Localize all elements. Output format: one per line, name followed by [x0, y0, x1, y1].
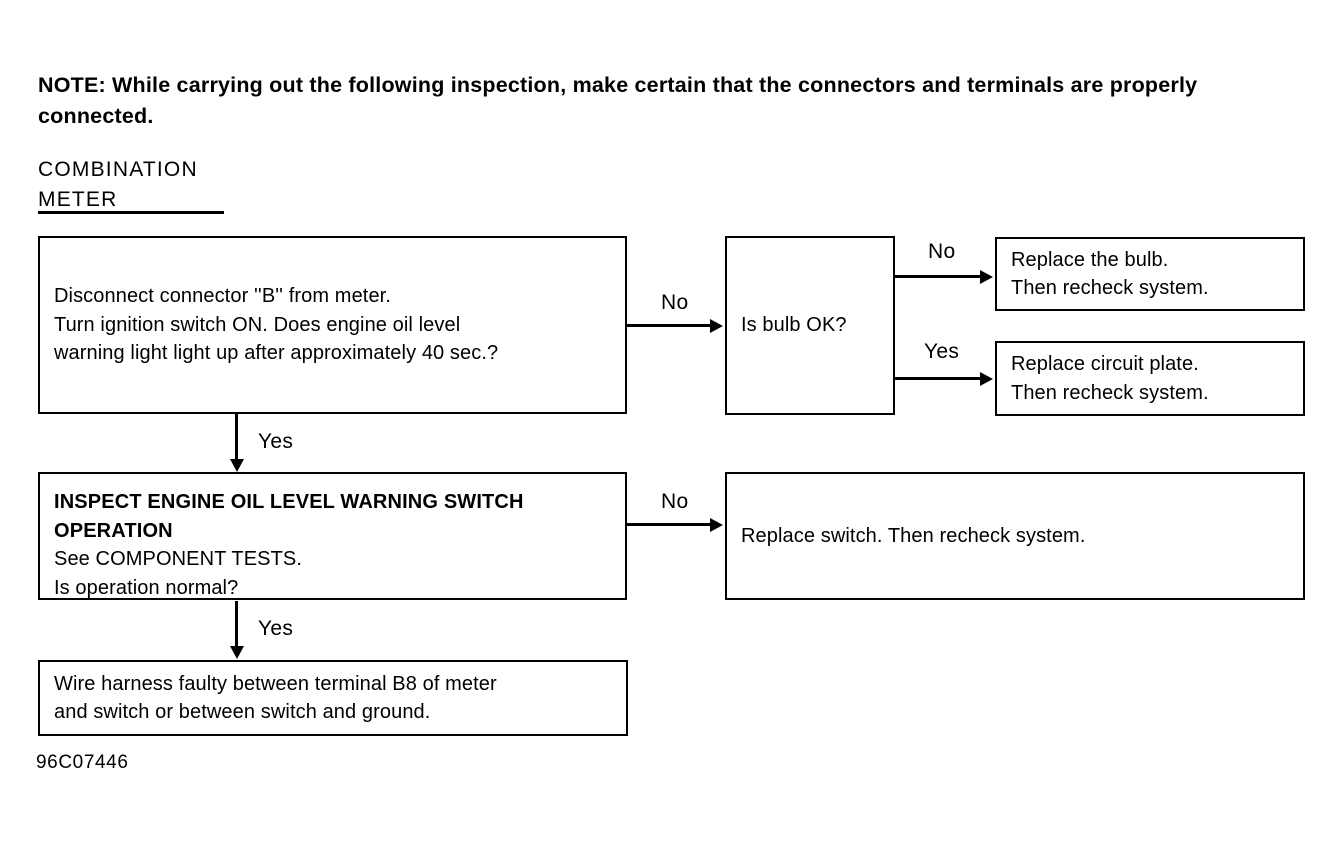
arrowhead-bulb-to-replace-bulb [980, 269, 993, 284]
arrowhead-bulb-to-replace-plate [980, 371, 993, 386]
box-inspect-switch-operation: INSPECT ENGINE OIL LEVEL WARNING SWITCH … [38, 472, 627, 600]
box-start-line-2: Turn ignition switch ON. Does engine oil… [54, 313, 461, 336]
connector-bulb-to-replace-bulb [895, 275, 983, 278]
edge-label-bulb-to-replace-plate: Yes [924, 340, 960, 363]
box-replace-plate-line-1: Replace circuit plate. [1011, 353, 1199, 375]
edge-label-start-to-inspect: Yes [258, 430, 294, 453]
box-inspect-heading-1: INSPECT ENGINE OIL LEVEL WARNING SWITCH [54, 491, 524, 513]
box-start-line-3: warning light light up after approximate… [54, 342, 499, 365]
box-replace-plate-line-2: Then recheck system. [1011, 381, 1209, 404]
arrowhead-start-to-inspect [229, 459, 244, 472]
connector-inspect-to-wire [235, 601, 238, 648]
box-start-question: Disconnect connector ''B'' from meter. T… [38, 236, 627, 414]
edge-label-inspect-to-wire: Yes [258, 617, 294, 640]
box-replace-circuit-plate: Replace circuit plate. Then recheck syst… [995, 341, 1305, 416]
box-inspect-line-1: See COMPONENT TESTS. [54, 548, 302, 570]
box-replace-switch: Replace switch. Then recheck system. [725, 472, 1305, 600]
box-start-line-1: Disconnect connector ''B'' from meter. [54, 285, 391, 308]
connector-start-to-bulb [627, 324, 712, 327]
figure-id: 96C07446 [36, 752, 129, 773]
connector-bulb-to-replace-plate [895, 377, 983, 380]
arrowhead-inspect-to-replace-switch [710, 517, 723, 532]
section-title-underline [38, 211, 224, 214]
arrowhead-start-to-bulb [710, 318, 723, 333]
connector-inspect-to-replace-switch [627, 523, 712, 526]
box-wire-line-1: Wire harness faulty between terminal B8 … [54, 672, 497, 695]
edge-label-bulb-to-replace-bulb: No [928, 240, 956, 263]
box-replace-bulb-line-1: Replace the bulb. [1011, 248, 1169, 271]
arrowhead-inspect-to-wire [229, 646, 244, 659]
box-bulb-line-1: Is bulb OK? [741, 314, 847, 337]
box-replace-bulb: Replace the bulb. Then recheck system. [995, 237, 1305, 311]
note-text: NOTE: While carrying out the following i… [38, 73, 1198, 128]
edge-label-inspect-to-replace-switch: No [661, 490, 689, 513]
box-is-bulb-ok: Is bulb OK? [725, 236, 895, 415]
box-wire-harness-faulty: Wire harness faulty between terminal B8 … [38, 660, 628, 736]
box-replace-switch-line-1: Replace switch. Then recheck system. [741, 524, 1086, 547]
box-inspect-line-2: Is operation normal? [54, 576, 239, 599]
box-inspect-heading-2: OPERATION [54, 519, 173, 542]
box-wire-line-2: and switch or between switch and ground. [54, 701, 431, 723]
section-title: COMBINATION METER [38, 158, 198, 211]
box-replace-bulb-line-2: Then recheck system. [1011, 277, 1209, 299]
edge-label-start-to-bulb: No [661, 291, 689, 314]
connector-start-to-inspect [235, 414, 238, 462]
